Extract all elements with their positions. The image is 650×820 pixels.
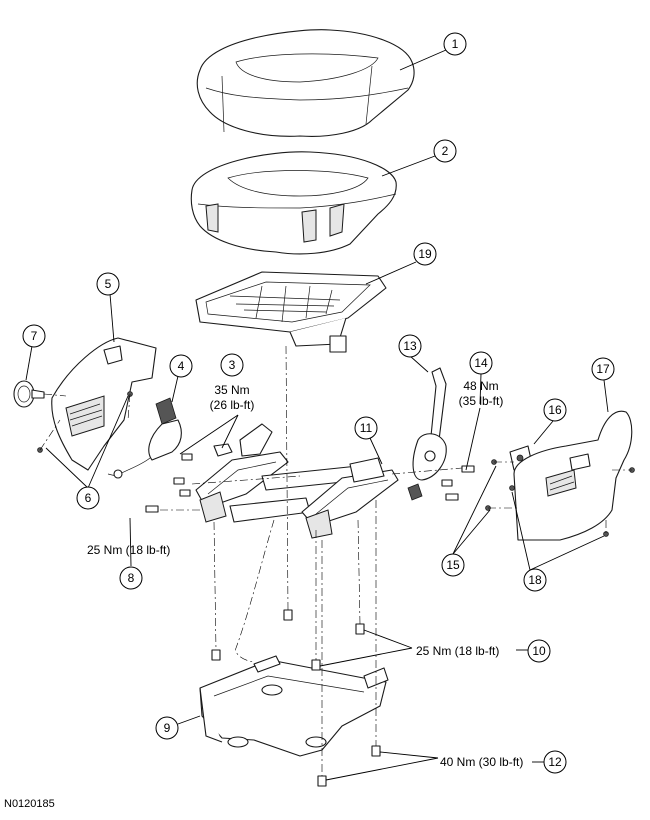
callout-label: 12 (548, 755, 562, 769)
torque-14-line1: 48 Nm (463, 379, 498, 393)
callout-label: 13 (403, 339, 417, 353)
figure-id: N0120185 (4, 798, 55, 810)
callout-15: 15 (441, 553, 465, 577)
bolt (371, 745, 381, 757)
cushion-pad (190, 151, 397, 255)
callout-label: 9 (164, 721, 171, 735)
callout-label: 8 (128, 571, 135, 585)
callout-label: 19 (418, 247, 432, 261)
torque-12: 40 Nm (30 lb-ft) (440, 755, 523, 769)
callout-label: 17 (596, 362, 610, 376)
callout-7: 7 (22, 324, 46, 348)
callout-label: 11 (360, 421, 373, 435)
callout-label: 18 (528, 573, 542, 587)
recliner-handle (407, 367, 447, 501)
callout-8: 8 (119, 566, 143, 590)
bolt (181, 453, 193, 461)
callout-9: 9 (155, 716, 179, 740)
callout-label: 3 (229, 358, 236, 372)
callout-13: 13 (398, 334, 422, 358)
callout-16: 16 (543, 398, 567, 422)
callout-label: 14 (474, 356, 488, 370)
seat-belt-buckle (107, 397, 182, 479)
torque-8: 25 Nm (18 lb-ft) (87, 543, 170, 557)
bolt (317, 775, 327, 787)
leader-lines (25, 49, 609, 781)
outboard-side-shield (51, 337, 157, 471)
bolt (355, 623, 365, 635)
bolt (145, 505, 159, 513)
callout-2: 2 (433, 139, 457, 163)
bolt (509, 485, 515, 491)
torque-specs: 35 Nm (26 lb-ft) 48 Nm (35 lb-ft) 25 Nm … (87, 379, 523, 769)
seat-riser (199, 655, 389, 757)
callout-12: 12 (543, 750, 567, 774)
callout-11: 11 (354, 416, 378, 440)
callout-6: 6 (76, 486, 100, 510)
callout-14: 14 (469, 351, 493, 375)
recliner-knob (13, 380, 45, 408)
callout-17: 17 (591, 357, 615, 381)
callout-19: 19 (413, 242, 437, 266)
seat-track-inboard (301, 457, 399, 539)
alignment-lines (39, 345, 632, 776)
bolt (461, 465, 475, 473)
callout-label: 4 (178, 359, 185, 373)
callout-label: 5 (105, 277, 112, 291)
callout-18: 18 (523, 568, 547, 592)
callout-label: 6 (85, 491, 92, 505)
seat-cushion-frame (195, 271, 387, 353)
callout-3: 3 (220, 353, 244, 377)
seat-cushion-cover (196, 29, 415, 137)
bolts (37, 391, 635, 787)
callout-label: 10 (532, 644, 546, 658)
callout-4: 4 (169, 354, 193, 378)
torque-3-line1: 35 Nm (214, 383, 249, 397)
torque-3-line2: (26 lb-ft) (210, 398, 255, 412)
callout-label: 2 (442, 144, 449, 158)
callout-label: 1 (452, 37, 459, 51)
callout-5: 5 (96, 272, 120, 296)
bolt (179, 489, 191, 497)
inboard-side-shield (513, 410, 633, 541)
bolt (441, 479, 453, 487)
callout-1: 1 (443, 32, 467, 56)
callout-label: 15 (446, 558, 460, 572)
bolt (283, 609, 293, 621)
callout-label: 16 (548, 403, 562, 417)
bolt (211, 649, 221, 661)
callout-10: 10 (527, 639, 551, 663)
bolt (173, 477, 185, 485)
torque-14-line2: (35 lb-ft) (459, 394, 504, 408)
bolt (311, 659, 321, 671)
torque-10: 25 Nm (18 lb-ft) (416, 644, 499, 658)
bolt (445, 493, 459, 501)
callout-label: 7 (31, 329, 38, 343)
